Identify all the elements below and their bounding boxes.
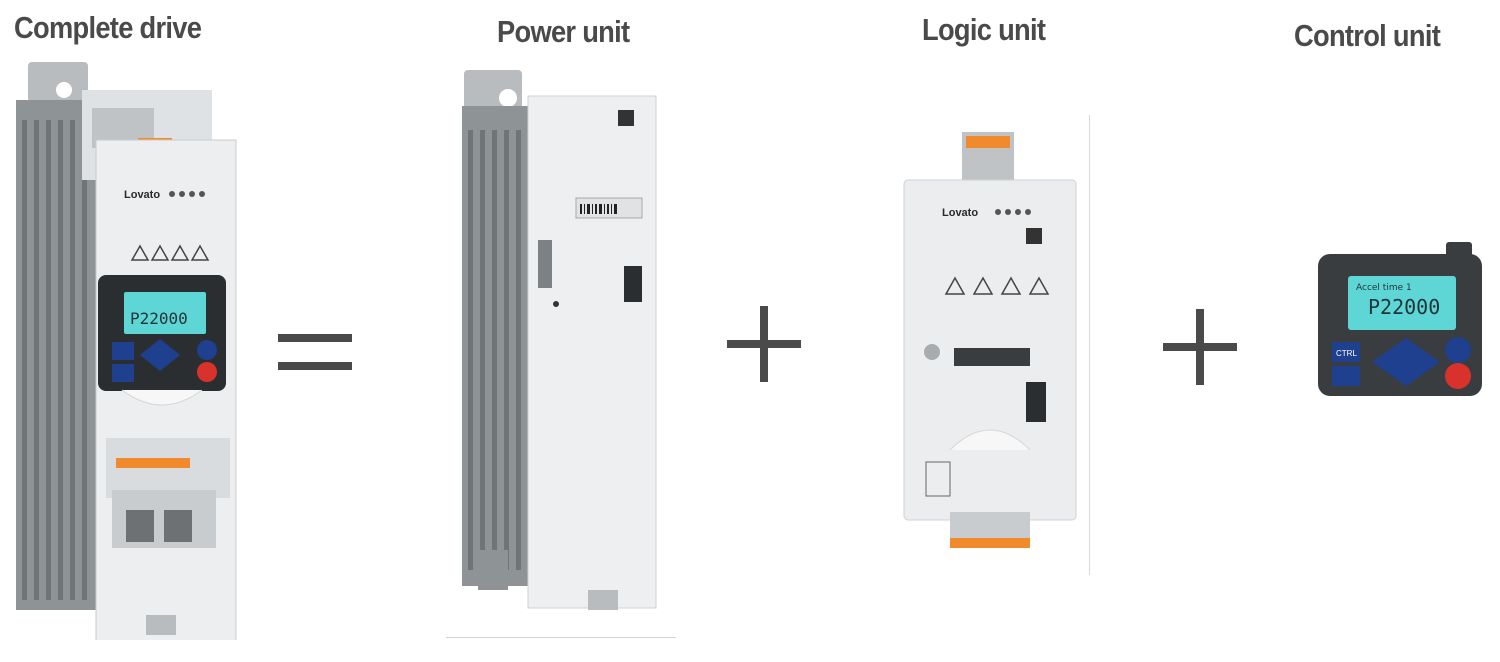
complete-drive-image: Lovato P22000	[16, 62, 237, 640]
svg-text:Accel time 1: Accel time 1	[1356, 283, 1412, 293]
lovato-logo: Lovato	[124, 189, 160, 201]
complete-drive-title: Complete drive	[14, 10, 202, 45]
logic-unit-image: Lovato	[903, 132, 1077, 548]
svg-text:P22000: P22000	[130, 309, 188, 328]
divider-line	[446, 637, 676, 638]
logic-unit-title: Logic unit	[922, 12, 1046, 47]
svg-text:CTRL: CTRL	[1336, 349, 1357, 358]
plus-sign	[1163, 309, 1237, 385]
svg-text:Lovato: Lovato	[942, 207, 978, 219]
power-unit-title: Power unit	[497, 14, 630, 49]
control-unit-image: Accel time 1 P22000 CTRL	[1318, 242, 1482, 396]
control-unit-title: Control unit	[1294, 18, 1441, 53]
power-unit-image	[462, 70, 657, 610]
svg-text:P22000: P22000	[1368, 295, 1440, 319]
equals-sign	[278, 334, 352, 374]
divider-line	[1089, 115, 1090, 575]
plus-sign	[727, 306, 801, 382]
